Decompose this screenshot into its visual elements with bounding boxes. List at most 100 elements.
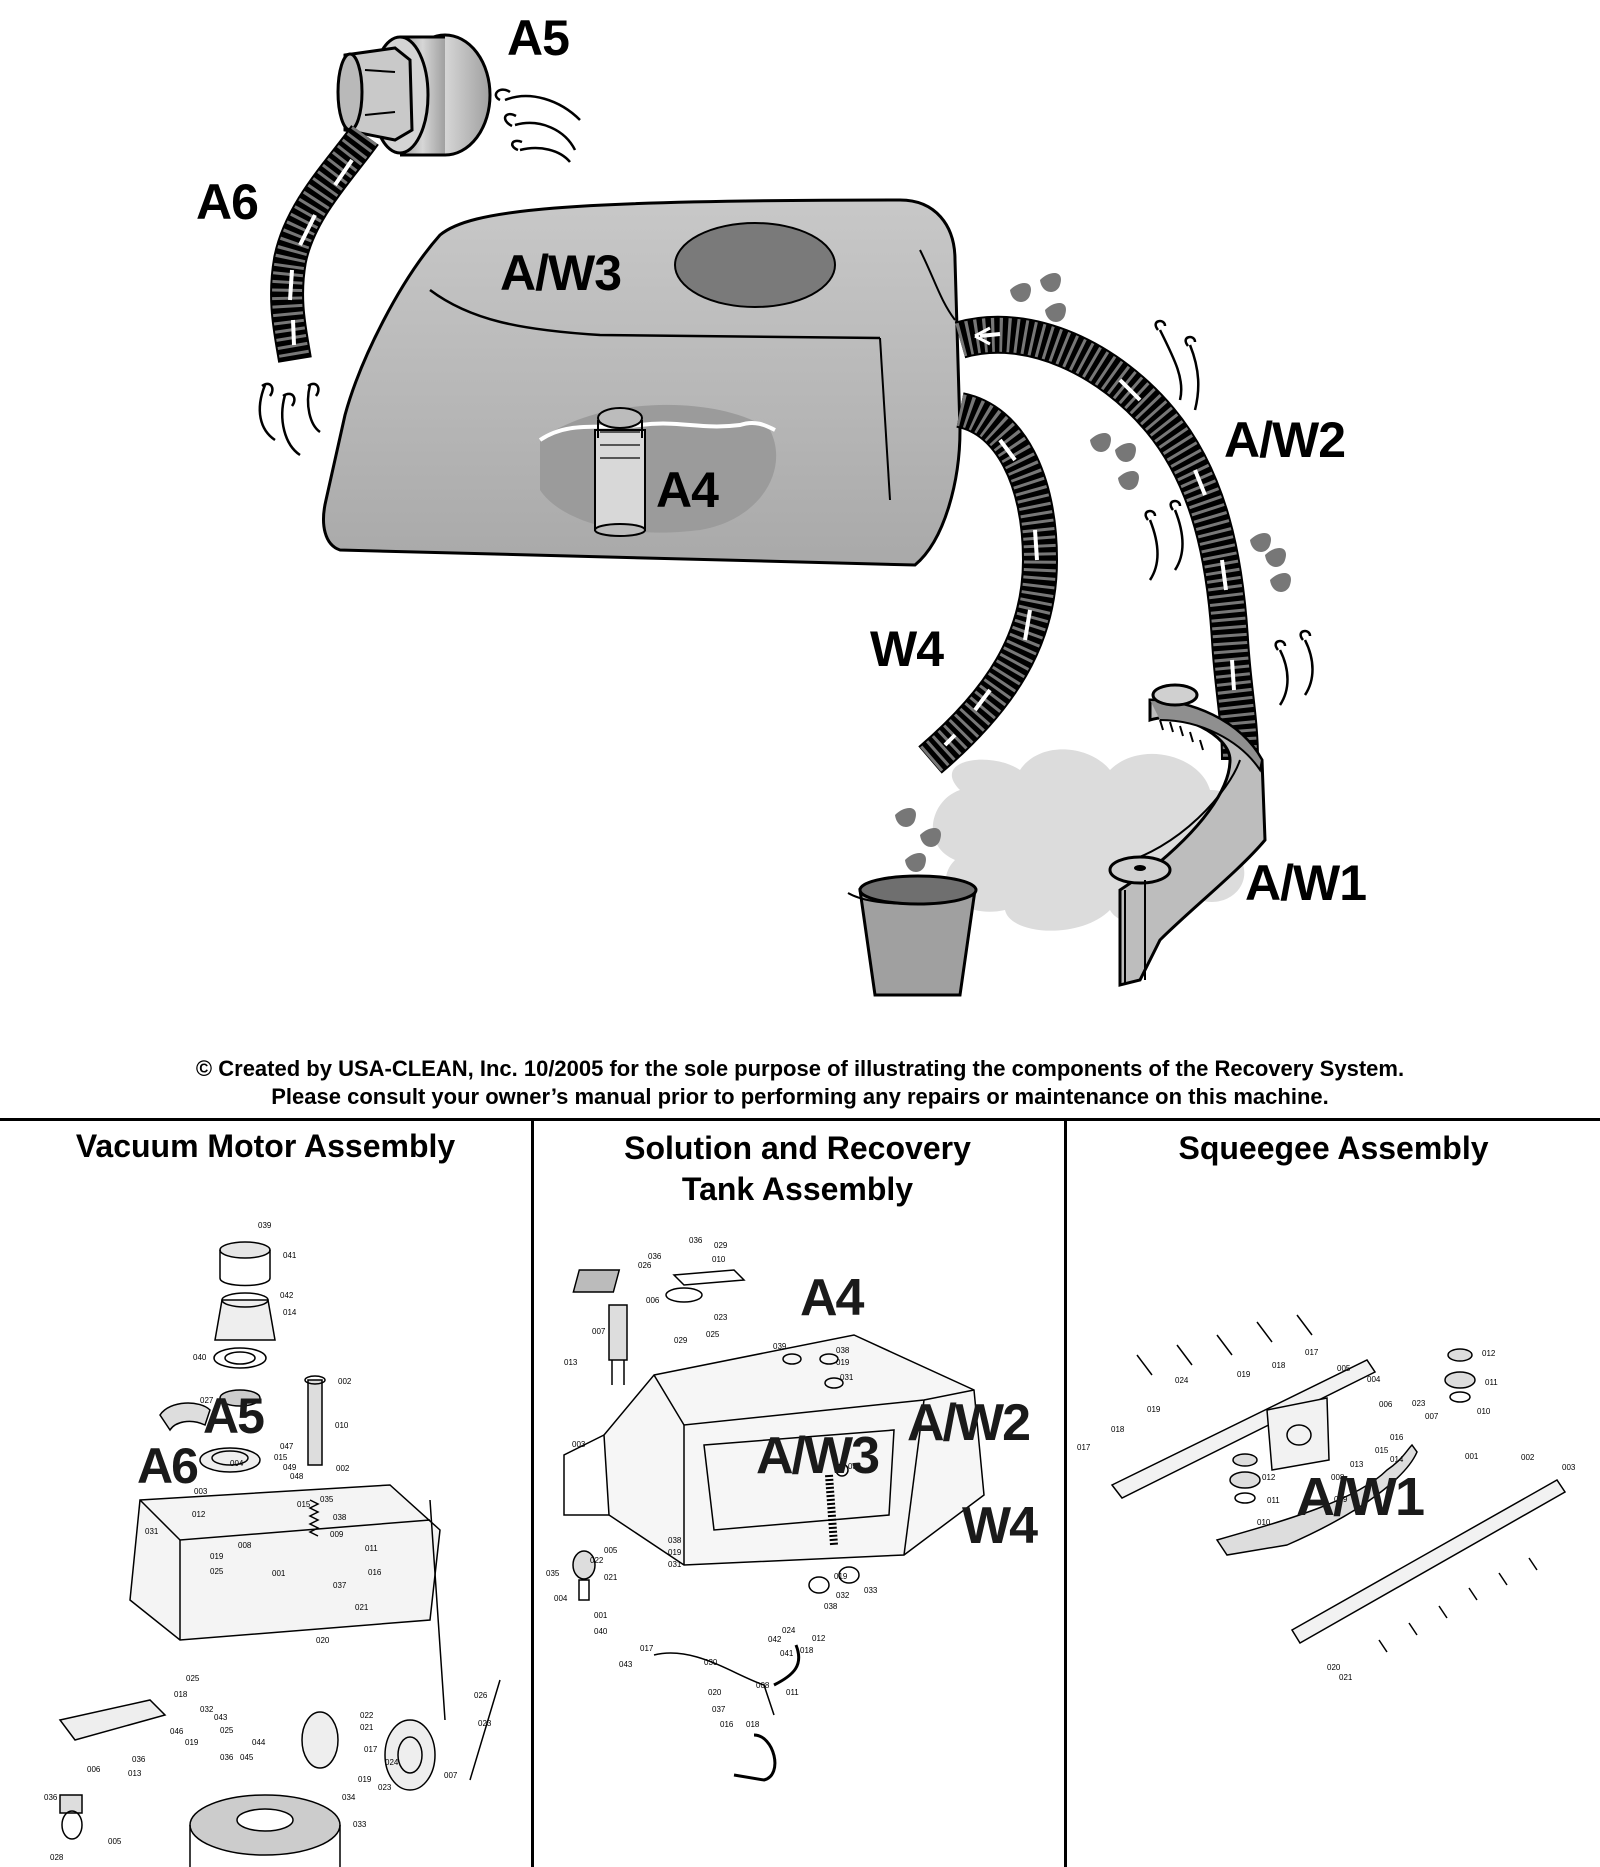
svg-text:023: 023 [378, 1783, 392, 1792]
svg-text:016: 016 [1390, 1433, 1404, 1442]
svg-text:024: 024 [1175, 1376, 1189, 1385]
vacuum-motor-assembly-drawing: 039 041 042 014 040 002 027 010 047 004 … [44, 1221, 501, 1867]
svg-text:024: 024 [385, 1758, 399, 1767]
svg-text:008: 008 [238, 1541, 252, 1550]
squeegee-aw1 [1108, 683, 1267, 987]
svg-text:036: 036 [44, 1793, 58, 1802]
svg-text:034: 034 [848, 1462, 862, 1471]
svg-text:011: 011 [1267, 1496, 1280, 1505]
svg-text:021: 021 [604, 1573, 618, 1582]
svg-text:012: 012 [192, 1510, 206, 1519]
svg-text:016: 016 [720, 1720, 734, 1729]
hose-a6 [270, 125, 379, 363]
svg-text:004: 004 [230, 1459, 244, 1468]
svg-text:023: 023 [714, 1313, 728, 1322]
svg-text:022: 022 [360, 1711, 374, 1720]
svg-text:024: 024 [782, 1626, 796, 1635]
label-aw1: A/W1 [1245, 855, 1367, 911]
vacuum-panel-title: Vacuum Motor Assembly [75, 1128, 456, 1164]
hose-w4 [918, 392, 1059, 774]
svg-text:020: 020 [316, 1636, 330, 1645]
bucket [847, 874, 978, 997]
svg-text:039: 039 [773, 1342, 787, 1351]
svg-text:005: 005 [1337, 1364, 1351, 1373]
svg-text:013: 013 [564, 1358, 578, 1367]
svg-text:036: 036 [689, 1236, 703, 1245]
svg-text:018: 018 [174, 1690, 188, 1699]
svg-text:033: 033 [864, 1586, 878, 1595]
svg-text:036: 036 [220, 1753, 234, 1762]
svg-text:023: 023 [1412, 1399, 1426, 1408]
svg-text:005: 005 [604, 1546, 618, 1555]
svg-text:019: 019 [1237, 1370, 1251, 1379]
svg-text:025: 025 [220, 1726, 234, 1735]
svg-text:026: 026 [638, 1261, 652, 1270]
svg-text:007: 007 [592, 1327, 606, 1336]
svg-text:027: 027 [200, 1396, 214, 1405]
svg-text:019: 019 [185, 1738, 199, 1747]
svg-text:043: 043 [214, 1713, 228, 1722]
svg-text:018: 018 [1272, 1361, 1286, 1370]
vacuum-label-a6: A6 [137, 1438, 199, 1494]
svg-text:031: 031 [668, 1560, 682, 1569]
copyright-line-1: © Created by USA-CLEAN, Inc. 10/2005 for… [195, 1056, 1405, 1081]
svg-text:011: 011 [365, 1544, 378, 1553]
svg-text:005: 005 [108, 1837, 122, 1846]
svg-text:032: 032 [200, 1705, 214, 1714]
svg-text:010: 010 [335, 1421, 349, 1430]
squeegee-panel-title: Squeegee Assembly [1178, 1130, 1489, 1166]
svg-text:003: 003 [1562, 1463, 1576, 1472]
svg-text:036: 036 [132, 1755, 146, 1764]
svg-text:039: 039 [258, 1221, 272, 1230]
svg-text:007: 007 [1425, 1412, 1439, 1421]
svg-text:042: 042 [768, 1635, 782, 1644]
svg-text:021: 021 [1339, 1673, 1353, 1682]
label-w4: W4 [870, 621, 944, 677]
svg-text:013: 013 [128, 1769, 142, 1778]
svg-text:011: 011 [1485, 1378, 1498, 1387]
svg-text:001: 001 [272, 1569, 286, 1578]
svg-text:012: 012 [1482, 1349, 1496, 1358]
svg-text:025: 025 [210, 1567, 224, 1576]
svg-text:004: 004 [554, 1594, 568, 1603]
tank-label-w4: W4 [962, 1497, 1038, 1555]
svg-text:036: 036 [648, 1252, 662, 1261]
label-aw3: A/W3 [500, 245, 622, 301]
svg-text:033: 033 [353, 1820, 367, 1829]
recovery-system-illustration [258, 33, 1314, 997]
svg-text:019: 019 [358, 1775, 372, 1784]
svg-text:031: 031 [840, 1373, 854, 1382]
svg-text:029: 029 [714, 1241, 728, 1250]
label-a6: A6 [196, 174, 259, 230]
svg-text:017: 017 [1305, 1348, 1319, 1357]
svg-text:031: 031 [145, 1527, 159, 1536]
tank-panel-title-line-2: Tank Assembly [681, 1171, 914, 1207]
svg-text:016: 016 [368, 1568, 382, 1577]
svg-text:008: 008 [756, 1681, 770, 1690]
svg-text:049: 049 [283, 1463, 297, 1472]
svg-text:042: 042 [280, 1291, 294, 1300]
svg-text:011: 011 [786, 1688, 799, 1697]
recovery-tank-aw3 [322, 198, 962, 567]
svg-text:017: 017 [640, 1644, 654, 1653]
label-aw2: A/W2 [1224, 412, 1346, 468]
svg-text:015: 015 [274, 1453, 288, 1462]
svg-text:018: 018 [746, 1720, 760, 1729]
svg-text:017: 017 [364, 1745, 378, 1754]
svg-text:004: 004 [1367, 1375, 1381, 1384]
tank-label-aw3: A/W3 [756, 1427, 880, 1485]
svg-text:040: 040 [594, 1627, 608, 1636]
svg-text:003: 003 [194, 1487, 208, 1496]
tank-label-aw2: A/W2 [907, 1394, 1031, 1452]
tank-panel-title-line-1: Solution and Recovery [624, 1130, 971, 1166]
svg-text:026: 026 [474, 1691, 488, 1700]
svg-text:048: 048 [290, 1472, 304, 1481]
water-drops [895, 273, 1291, 872]
svg-text:032: 032 [836, 1591, 850, 1600]
svg-text:019: 019 [668, 1548, 682, 1557]
svg-text:015: 015 [297, 1500, 311, 1509]
vacuum-motor-a5 [336, 33, 492, 157]
tank-assembly-drawing: 036 029 036 010 026 006 023 007 029 025 … [546, 1236, 985, 1782]
svg-text:037: 037 [712, 1705, 726, 1714]
svg-text:017: 017 [1077, 1443, 1091, 1452]
